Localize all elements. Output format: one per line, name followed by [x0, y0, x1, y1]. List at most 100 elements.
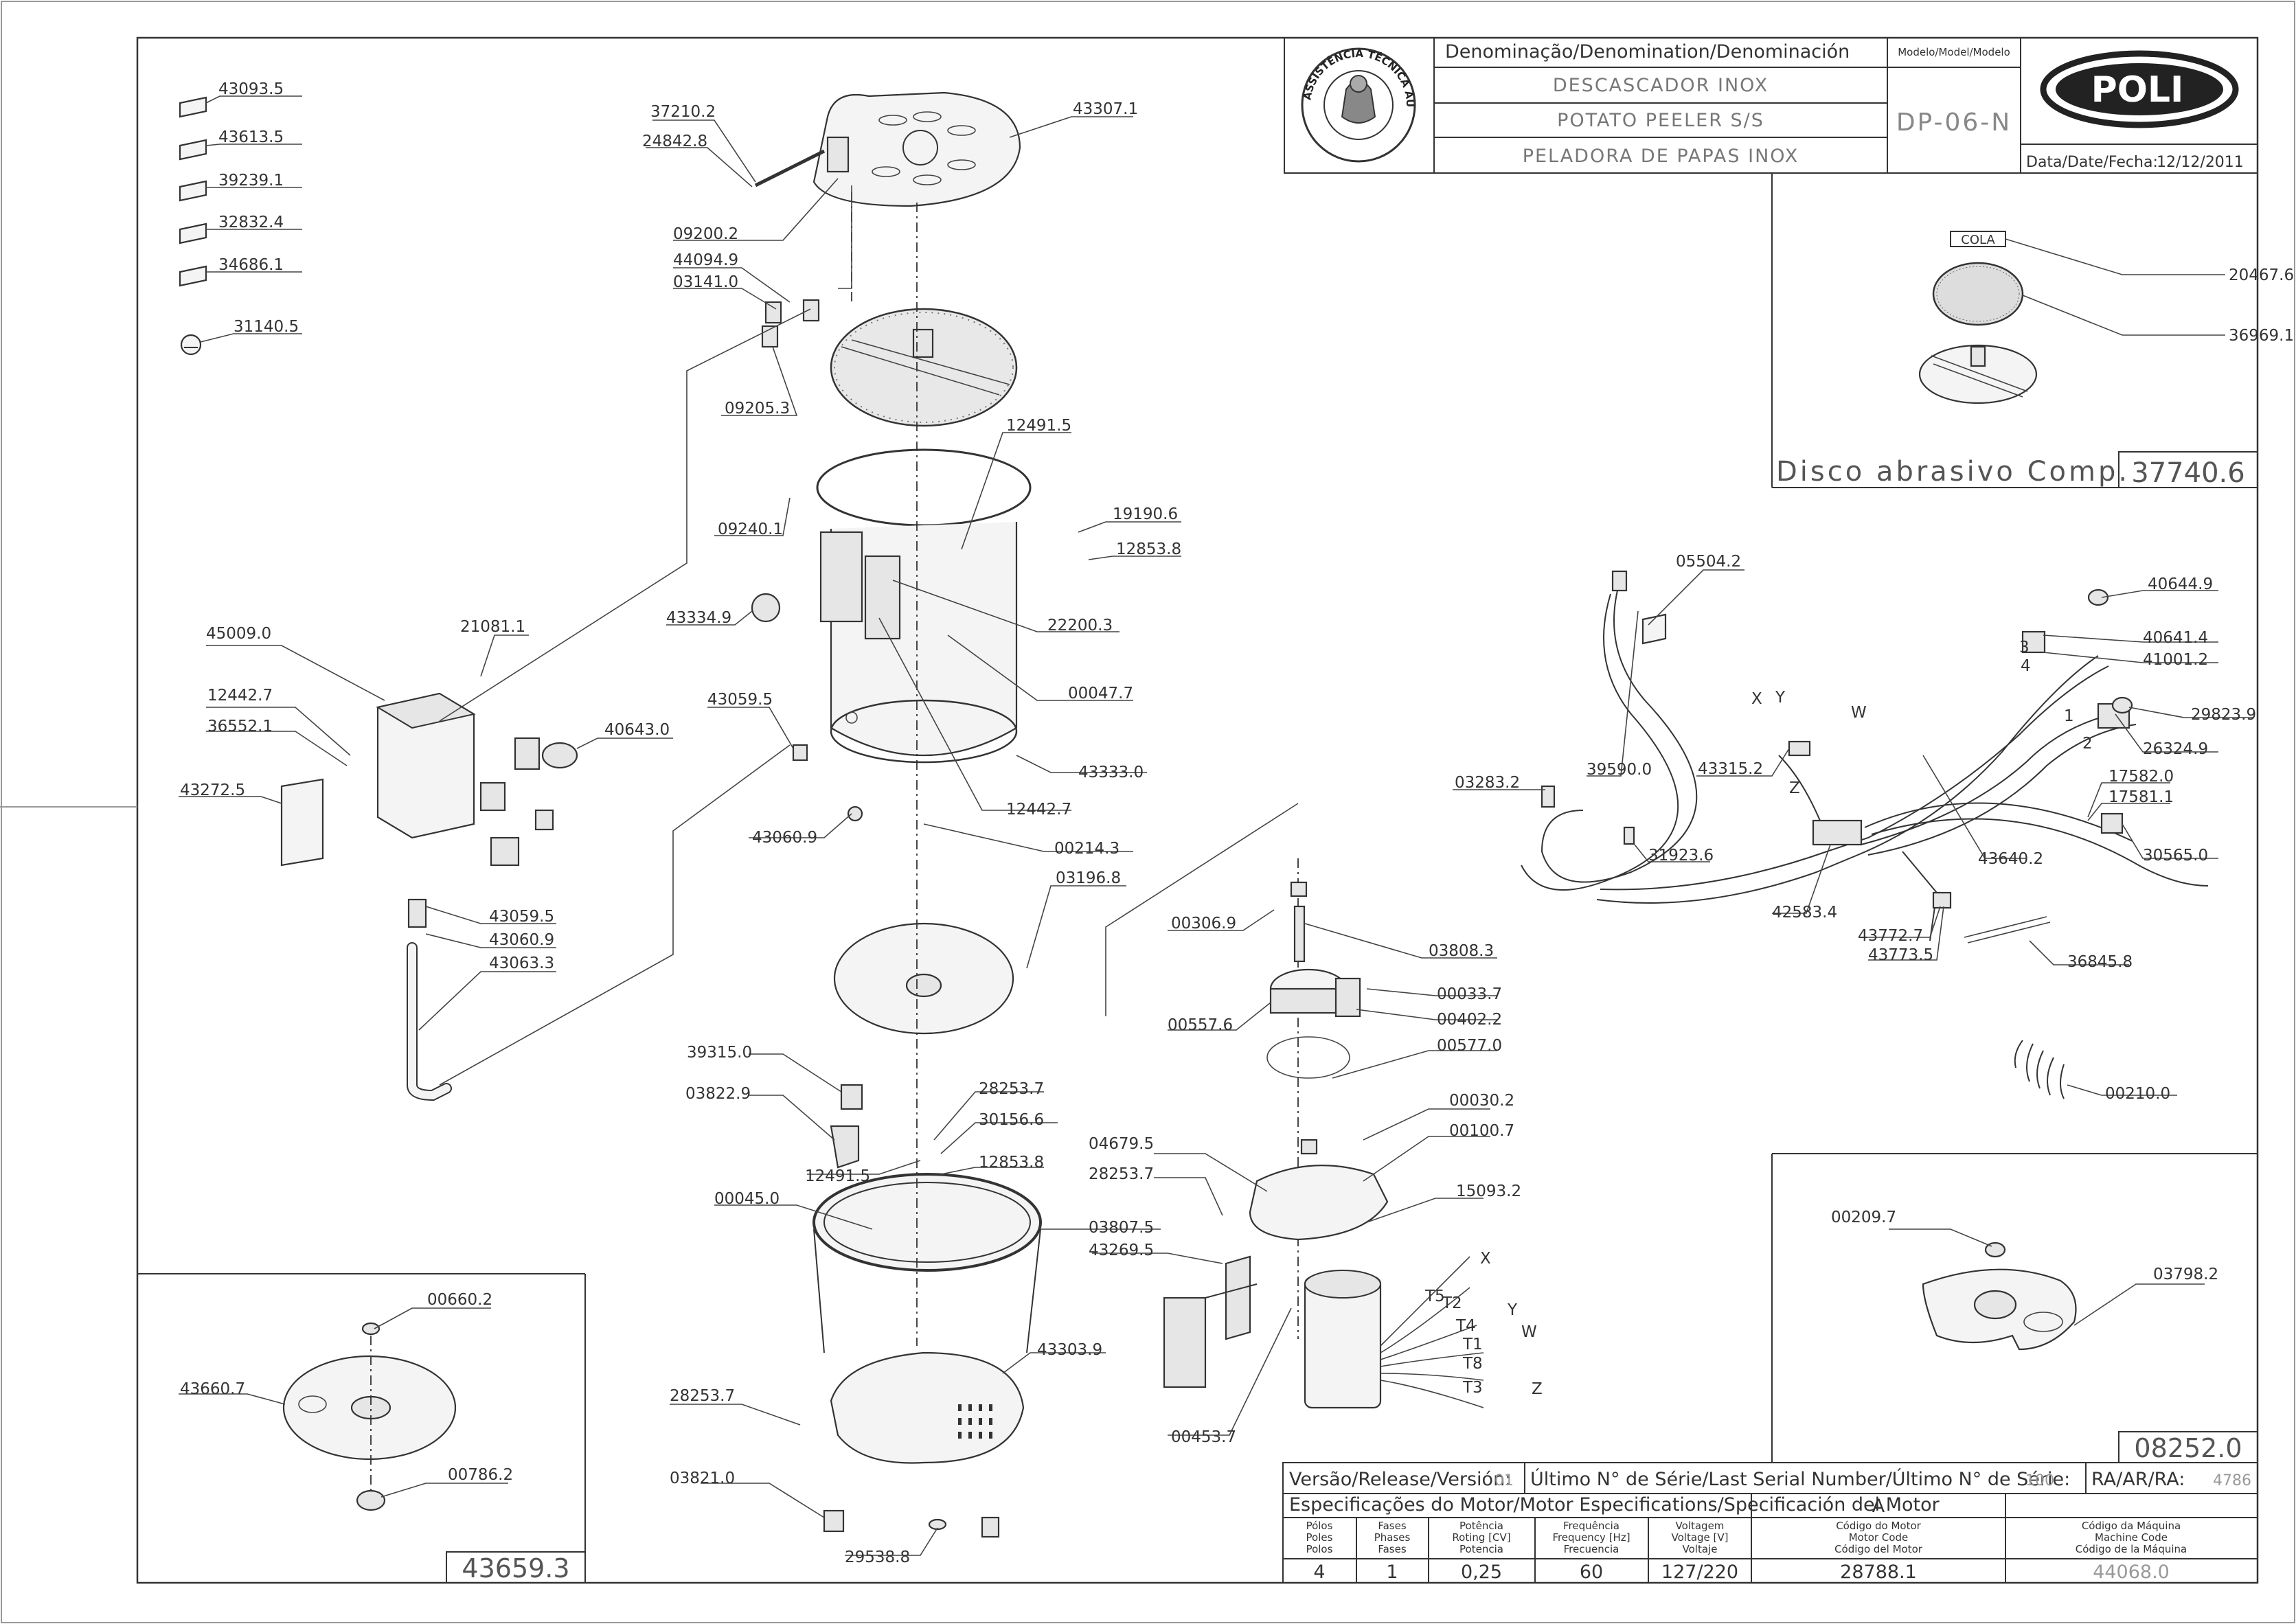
- part-label: 43772.7: [1858, 927, 1923, 945]
- svg-text:Roting [CV]: Roting [CV]: [1452, 1531, 1510, 1544]
- part-label: 39590.0: [1587, 761, 1652, 779]
- abrasive-disc-detail: Disco abrasivo Comp. 37740.6 COLA 20467.…: [1771, 173, 2294, 489]
- svg-text:Fases: Fases: [1378, 1520, 1406, 1532]
- part-label: 24842.8: [642, 133, 707, 150]
- callouts: 37210.2 24842.8 43307.1 09200.2 44094.9 …: [179, 100, 1521, 1566]
- part-label: 43613.5: [218, 128, 284, 146]
- part-label: 31140.5: [234, 318, 299, 336]
- version-label: Versão/Release/Versión:: [1289, 1469, 1511, 1490]
- svg-text:Frequency [Hz]: Frequency [Hz]: [1552, 1531, 1630, 1544]
- svg-text:Z: Z: [1789, 779, 1800, 797]
- part-label: 00453.7: [1171, 1428, 1236, 1446]
- svg-text:44068.0: 44068.0: [2093, 1562, 2170, 1583]
- part-label: 00577.0: [1437, 1037, 1502, 1055]
- part-label: 12442.7: [1006, 801, 1071, 819]
- svg-text:Código del Motor: Código del Motor: [1834, 1543, 1923, 1555]
- svg-text:Y: Y: [1507, 1301, 1518, 1319]
- denomination-header: Denominação/Denomination/Denominación: [1445, 41, 1850, 62]
- part-label: 40641.4: [2143, 629, 2208, 647]
- part-label: 12491.5: [1006, 417, 1071, 435]
- part-label: 30156.6: [979, 1111, 1044, 1129]
- terminal-block: [1812, 819, 1863, 846]
- part-label: 20467.6: [2229, 266, 2294, 284]
- part-label: 36552.1: [207, 718, 273, 735]
- poli-logo: POLI: [2040, 50, 2239, 128]
- part-label: 29538.8: [845, 1548, 910, 1566]
- part-label: 00786.2: [448, 1466, 513, 1484]
- svg-text:1: 1: [1386, 1562, 1398, 1583]
- part-label: 17582.0: [2109, 768, 2174, 786]
- part-label: 31923.6: [1648, 847, 1714, 865]
- svg-text:Código da Máquina: Código da Máquina: [2082, 1520, 2181, 1532]
- cover-plate: [280, 778, 324, 867]
- part-label: 43059.5: [489, 908, 554, 926]
- title-block: ASSISTÊNCIA TÉCNICA AUTORIZADA Denominaç…: [0, 0, 2258, 174]
- svg-text:Voltage [V]: Voltage [V]: [1672, 1531, 1729, 1544]
- part-label: 39239.1: [218, 172, 284, 190]
- part-label: 43059.5: [707, 691, 773, 709]
- part-label: 34686.1: [218, 256, 284, 274]
- svg-text:Fases: Fases: [1378, 1543, 1406, 1555]
- svg-text:127/220: 127/220: [1661, 1562, 1738, 1583]
- serial-label: Último N° de Série/Last Serial Number/Úl…: [1530, 1468, 2070, 1490]
- drawing-border: [136, 36, 2259, 1584]
- part-label: 00030.2: [1449, 1092, 1514, 1110]
- part-label: 43773.5: [1868, 946, 1933, 964]
- small-parts-group: 43093.5 43613.5 39239.1 32832.4 34686.1 …: [179, 80, 302, 356]
- part-label: 12491.5: [805, 1167, 870, 1185]
- part-label: 03822.9: [685, 1085, 751, 1103]
- bottom-ring: [812, 1173, 1042, 1272]
- motor-plate: [1249, 1165, 1389, 1241]
- disc-code: 37740.6: [2131, 457, 2244, 489]
- model-number: DP-06-N: [1896, 108, 2012, 137]
- part-label: 22200.3: [1047, 617, 1113, 634]
- part-label: 03798.2: [2153, 1266, 2218, 1283]
- part-label: 00210.0: [2105, 1085, 2170, 1103]
- svg-text:Voltaje: Voltaje: [1683, 1543, 1718, 1555]
- part-label: 00033.7: [1437, 985, 1502, 1003]
- part-label: 00100.7: [1449, 1122, 1514, 1140]
- glue-mesh: [1932, 262, 2024, 326]
- part-label: 39315.0: [687, 1044, 752, 1062]
- part-label: 28253.7: [1089, 1165, 1154, 1183]
- part-label: 09200.2: [673, 225, 738, 243]
- part-label: 12853.8: [979, 1154, 1044, 1171]
- part-label: 43315.2: [1698, 760, 1763, 778]
- bottom-plate-detail: 43659.3 00660.2 43660.7 00786.2: [137, 1273, 586, 1583]
- part-label: 15093.2: [1456, 1182, 1521, 1200]
- lid: [812, 91, 1021, 207]
- part-label: 04679.5: [1089, 1135, 1154, 1153]
- part-label: 00209.7: [1831, 1209, 1896, 1226]
- svg-text:T2: T2: [1442, 1294, 1462, 1312]
- svg-text:Código de la Máquina: Código de la Máquina: [2076, 1543, 2187, 1555]
- wiring-callouts: 05504.2 40644.9 40641.4 41001.2 29823.9 …: [1453, 553, 2256, 1103]
- disc-caption: Disco abrasivo Comp.: [1776, 456, 2130, 488]
- part-label: 09205.3: [725, 400, 790, 418]
- part-label: 43303.9: [1037, 1341, 1102, 1359]
- ra-value: 4786: [2213, 1472, 2251, 1489]
- name-es: PELADORA DE PAPAS INOX: [1523, 146, 1799, 167]
- part-label: 00047.7: [1068, 685, 1133, 702]
- svg-text:0,25: 0,25: [1461, 1562, 1502, 1583]
- part-label: 43060.9: [489, 931, 554, 949]
- svg-text:Y: Y: [1775, 689, 1786, 707]
- svg-text:60: 60: [1580, 1562, 1603, 1583]
- version-value: 01: [1494, 1472, 1514, 1489]
- base-plate: [830, 1351, 1025, 1464]
- machine-exploded-view: 37210.2 24842.8 43307.1 09200.2 44094.9 …: [179, 91, 1543, 1566]
- svg-text:2: 2: [2082, 735, 2093, 753]
- part-label: 45009.0: [206, 625, 271, 643]
- svg-text:4: 4: [1313, 1562, 1325, 1583]
- svg-text:Código do Motor: Código do Motor: [1836, 1520, 1921, 1532]
- spec-header: Especificações do Motor/Motor Especifica…: [1289, 1494, 1940, 1516]
- part-label: 43640.2: [1978, 850, 2043, 868]
- part-label: 36845.8: [2067, 953, 2133, 971]
- motor-plate-detail: 08252.0 00209.7 03798.2: [1771, 1153, 2258, 1463]
- part-label: 43660.7: [180, 1380, 245, 1398]
- svg-text:T8: T8: [1462, 1355, 1483, 1373]
- part-label: 42583.4: [1772, 904, 1837, 922]
- part-label: 43334.9: [666, 609, 731, 627]
